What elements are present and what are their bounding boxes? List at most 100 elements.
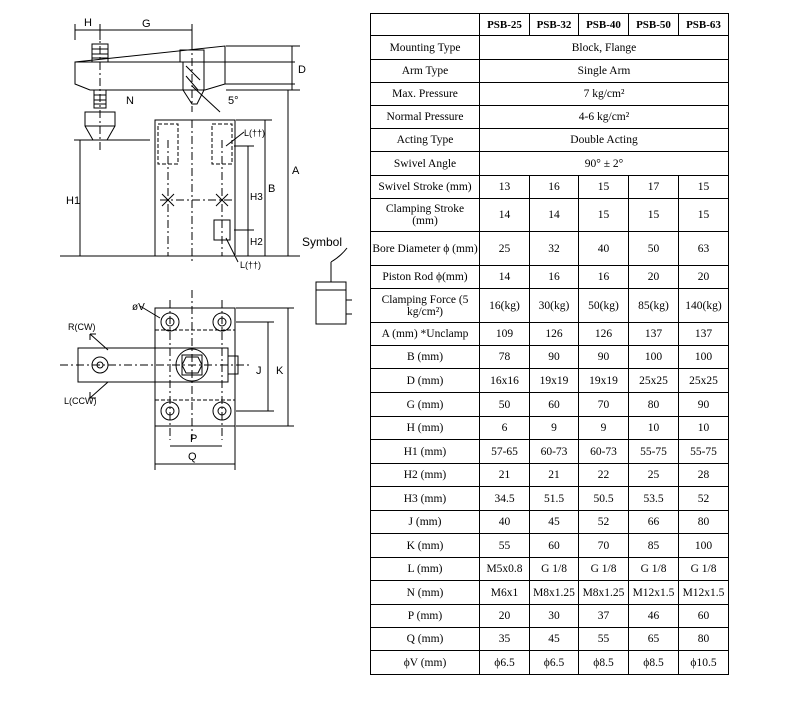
cell-value: 109 xyxy=(479,322,530,346)
row-label: P (mm) xyxy=(370,604,480,628)
row-value: Double Acting xyxy=(479,128,729,152)
cell-value: 28 xyxy=(678,463,729,487)
row-label: Q (mm) xyxy=(370,627,480,651)
dim-l-top: L(††) xyxy=(244,128,265,138)
cell-value: 50.5 xyxy=(578,486,629,511)
cell-value: 22 xyxy=(578,463,629,487)
dim-g: G xyxy=(142,18,151,30)
dim-d: D xyxy=(298,64,306,76)
cell-value: 85 xyxy=(628,533,679,558)
technical-drawing: H G N D 5° L(††) B A H3 H2 L(††) H1 øV R… xyxy=(60,17,352,470)
cell-value: 80 xyxy=(628,392,679,417)
cell-value: 65 xyxy=(628,627,679,651)
row-value: 90° ± 2° xyxy=(479,151,729,176)
cell-value: 32 xyxy=(529,231,579,266)
cell-value: 20 xyxy=(479,604,530,628)
cell-value: 100 xyxy=(678,345,729,369)
dim-p: P xyxy=(190,433,197,445)
cell-value: M8x1.25 xyxy=(529,580,579,605)
cell-value: 9 xyxy=(529,416,579,440)
cell-value: 78 xyxy=(479,345,530,369)
row-label: Arm Type xyxy=(370,59,480,83)
cell-value: ϕ6.5 xyxy=(529,650,579,675)
dim-r-cw: R(CW) xyxy=(68,322,96,332)
cell-value: 55 xyxy=(479,533,530,558)
dim-h1: H1 xyxy=(66,195,80,207)
dimension-labels: H G N D 5° L(††) B A H3 H2 L(††) H1 øV R… xyxy=(64,17,342,463)
cell-value: 60 xyxy=(529,533,579,558)
row-value: 4-6 kg/cm² xyxy=(479,105,729,129)
cell-value: 55 xyxy=(578,627,629,651)
cell-value: 15 xyxy=(678,198,729,232)
cell-value: 60-73 xyxy=(529,439,579,464)
cell-value: 52 xyxy=(578,510,629,534)
cell-value: 19x19 xyxy=(529,368,579,393)
cell-value: 17 xyxy=(628,175,679,199)
cell-value: 55-75 xyxy=(678,439,729,464)
cell-value: G 1/8 xyxy=(678,557,729,581)
dim-v: øV xyxy=(132,302,145,313)
row-label: Bore Diameter ϕ (mm) xyxy=(370,231,480,266)
cell-value: 137 xyxy=(628,322,679,346)
row-label: A (mm) *Unclamp xyxy=(370,322,480,346)
cell-value: 25 xyxy=(628,463,679,487)
cell-value: 45 xyxy=(529,627,579,651)
header-model-psb-32: PSB-32 xyxy=(529,13,579,36)
dim-angle: 5° xyxy=(228,95,239,107)
dim-l-bottom: L(††) xyxy=(240,260,261,270)
cell-value: 80 xyxy=(678,627,729,651)
row-value: 7 kg/cm² xyxy=(479,82,729,106)
cell-value: 15 xyxy=(578,175,629,199)
cell-value: 126 xyxy=(578,322,629,346)
cell-value: 16 xyxy=(529,265,579,289)
cell-value: 13 xyxy=(479,175,530,199)
cell-value: 16x16 xyxy=(479,368,530,393)
cell-value: 85(kg) xyxy=(628,288,679,323)
header-blank xyxy=(370,13,480,36)
row-label: G (mm) xyxy=(370,392,480,417)
cell-value: M12x1.5 xyxy=(628,580,679,605)
dim-h: H xyxy=(84,17,92,29)
row-label: Normal Pressure xyxy=(370,105,480,129)
row-label: Clamping Force (5 kg/cm²) xyxy=(370,288,480,323)
cell-value: G 1/8 xyxy=(529,557,579,581)
dim-j: J xyxy=(256,365,262,377)
dim-a: A xyxy=(292,165,300,177)
row-label: H (mm) xyxy=(370,416,480,440)
cell-value: 55-75 xyxy=(628,439,679,464)
row-label: D (mm) xyxy=(370,368,480,393)
row-label: H1 (mm) xyxy=(370,439,480,464)
cell-value: 60 xyxy=(529,392,579,417)
row-label: L (mm) xyxy=(370,557,480,581)
cell-value: M12x1.5 xyxy=(678,580,729,605)
cell-value: 63 xyxy=(678,231,729,266)
cell-value: 90 xyxy=(678,392,729,417)
cell-value: 19x19 xyxy=(578,368,629,393)
cell-value: ϕ10.5 xyxy=(678,650,729,675)
row-label: ϕV (mm) xyxy=(370,650,480,675)
cell-value: 15 xyxy=(628,198,679,232)
cell-value: 100 xyxy=(628,345,679,369)
dim-h3: H3 xyxy=(250,192,263,203)
cell-value: 50(kg) xyxy=(578,288,629,323)
cell-value: 14 xyxy=(479,198,530,232)
cell-value: 45 xyxy=(529,510,579,534)
cell-value: 25 xyxy=(479,231,530,266)
plan-view xyxy=(60,290,294,470)
cell-value: 57-65 xyxy=(479,439,530,464)
table-row: Clamping Force (5 kg/cm²)16(kg)30(kg)50(… xyxy=(370,288,729,323)
cell-value: 16(kg) xyxy=(479,288,530,323)
dim-k: K xyxy=(276,365,284,377)
cell-value: ϕ6.5 xyxy=(479,650,530,675)
cell-value: 50 xyxy=(628,231,679,266)
